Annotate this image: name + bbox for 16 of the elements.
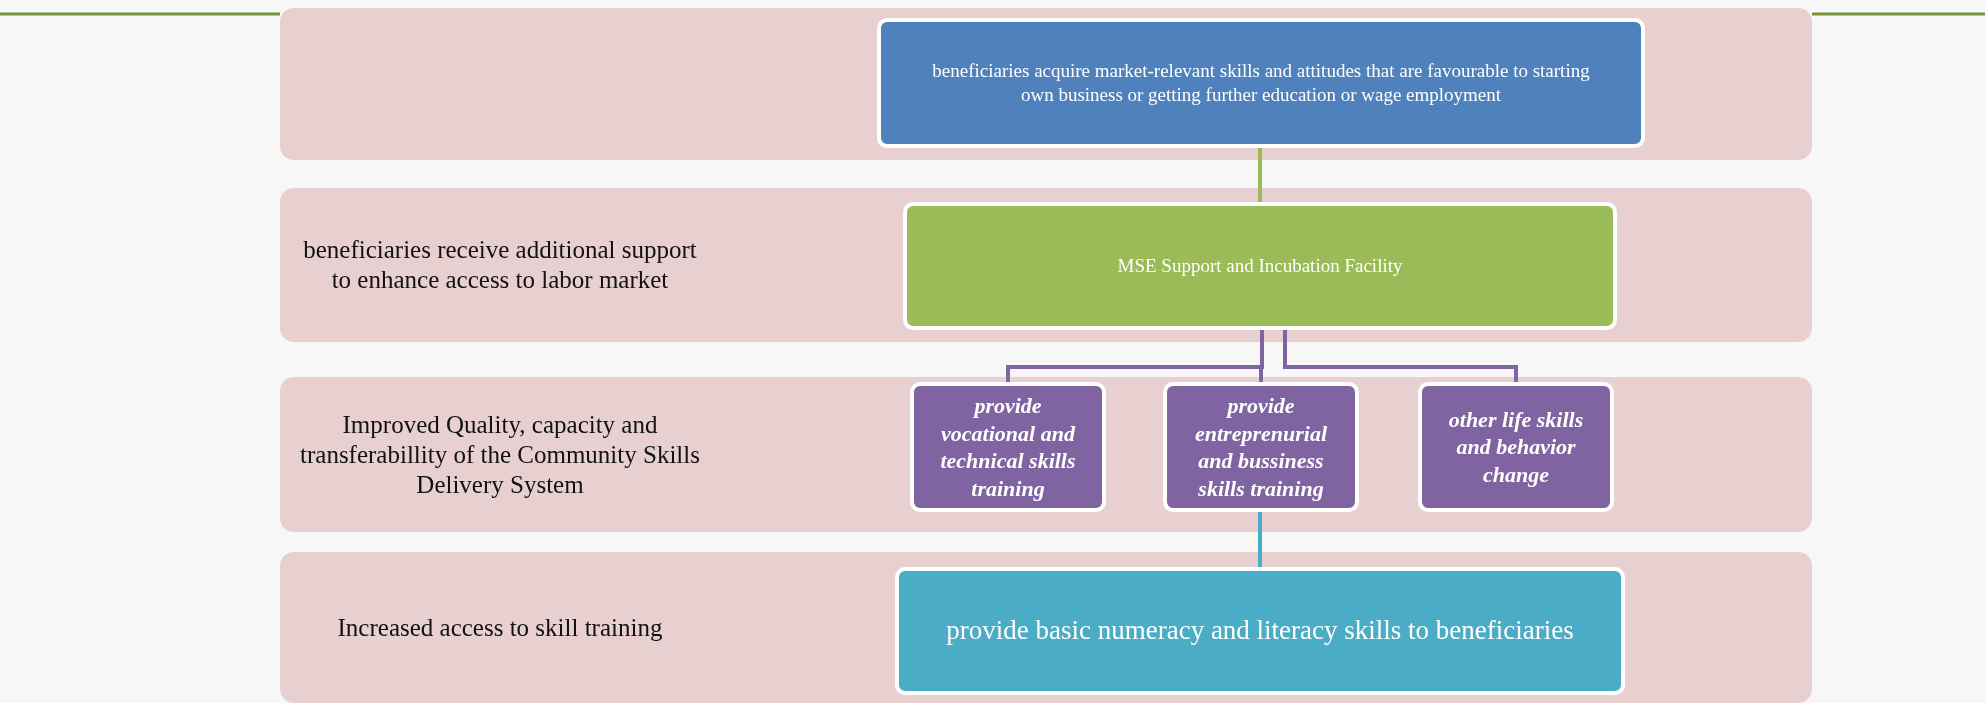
- row-label: beneficiaries receive additional support to enhance access to labor market: [302, 235, 698, 295]
- row-label: Increased access to skill training: [337, 612, 663, 643]
- process-box: MSE Support and Incubation Facility: [903, 202, 1617, 330]
- row-label: Improved Quality, capacity and transferabillity of the Community Skills Delivery System: [300, 409, 700, 500]
- row-band: [280, 188, 1812, 342]
- connector-line: [1258, 512, 1262, 567]
- row-band: [280, 377, 1812, 532]
- connector-line: [1258, 148, 1262, 202]
- process-box: provide entreprenurial and bussiness skills training: [1163, 382, 1359, 512]
- process-box: beneficiaries acquire market-relevant skills and attitudes that are favourable to starting own business or getting further education or wage employment: [877, 18, 1645, 148]
- connector-line: [1283, 330, 1518, 382]
- process-box: provide vocational and technical skills training: [910, 382, 1106, 512]
- row-band: [280, 8, 1812, 160]
- process-box: provide basic numeracy and literacy skills to beneficiaries: [895, 567, 1625, 695]
- row-band: [280, 552, 1812, 703]
- process-box: other life skills and behavior change: [1418, 382, 1614, 512]
